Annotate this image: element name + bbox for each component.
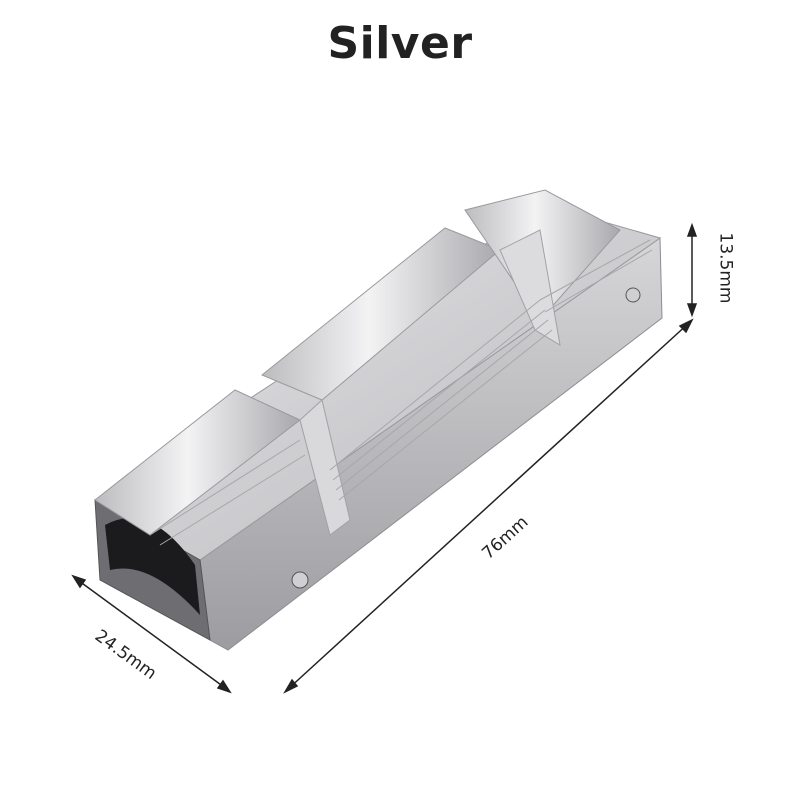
width-dimension-line [74, 577, 229, 691]
screw-icon [291, 571, 309, 589]
product-color-title: Silver [327, 18, 473, 69]
length-dimension-line [286, 321, 691, 691]
screw-icon [625, 287, 641, 303]
height-label: 13.5mm [715, 232, 736, 304]
heatsink-body [94, 189, 663, 651]
